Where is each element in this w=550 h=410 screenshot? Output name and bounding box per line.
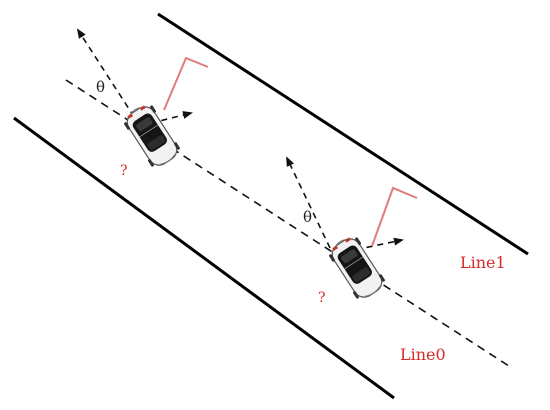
normal-arrow bbox=[139, 111, 193, 127]
boundary-line-0 bbox=[13, 116, 395, 400]
normal-arrow bbox=[344, 237, 404, 253]
angle-label: θ bbox=[303, 208, 312, 226]
boundary-line-1 bbox=[157, 12, 529, 256]
unknown-label: ? bbox=[120, 163, 128, 179]
right-angle-marker bbox=[371, 186, 418, 247]
heading-arrow bbox=[286, 156, 331, 249]
car-icon bbox=[324, 231, 389, 304]
angle-label: θ bbox=[96, 78, 105, 96]
line1-label: Line1 bbox=[460, 253, 506, 272]
car-2-group: θ ? bbox=[286, 156, 418, 306]
unknown-label: ? bbox=[318, 290, 326, 306]
car-icon bbox=[119, 99, 184, 172]
car-1-group: θ ? bbox=[76, 28, 209, 179]
right-angle-marker bbox=[163, 56, 209, 111]
heading-arrow bbox=[76, 28, 141, 127]
line0-label: Line0 bbox=[400, 345, 446, 364]
